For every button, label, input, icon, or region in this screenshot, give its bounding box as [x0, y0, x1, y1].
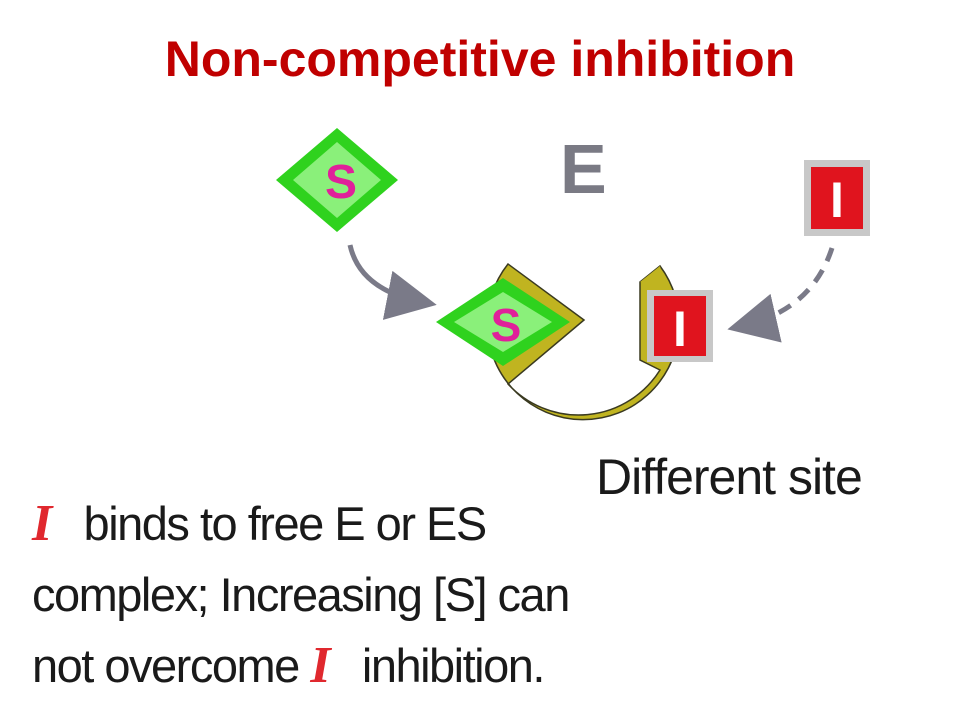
description-line-3-suffix: inhibition. [350, 639, 546, 692]
bound-inhibitor: I [647, 290, 713, 362]
description-line-1-text: binds to free E or ES [72, 497, 488, 550]
description-text: I binds to free E or ES complex; Increas… [32, 488, 592, 701]
enzyme-label: E [560, 130, 607, 208]
bound-substrate-label: S [491, 299, 522, 351]
description-line-3: not overcome I inhibition. [32, 630, 592, 701]
description-line-2: complex; Increasing [S] can [32, 568, 570, 621]
inhibitor-symbol: I [32, 495, 52, 552]
free-substrate-label: S [325, 156, 357, 209]
free-inhibitor: I [804, 160, 870, 236]
inhibitor-symbol: I [310, 637, 330, 694]
different-site-caption: Different site [596, 449, 863, 505]
description-line-3-prefix: not overcome [32, 639, 311, 692]
bound-inhibitor-label: I [673, 301, 687, 357]
bound-substrate: S [436, 278, 570, 366]
description-line-1: I binds to free E or ES [32, 488, 592, 559]
free-inhibitor-label: I [830, 172, 844, 228]
inhibitor-binding-arrow [727, 247, 835, 343]
free-substrate: S [276, 128, 398, 232]
substrate-binding-arrow [347, 244, 437, 320]
page-title: Non-competitive inhibition [164, 31, 796, 87]
